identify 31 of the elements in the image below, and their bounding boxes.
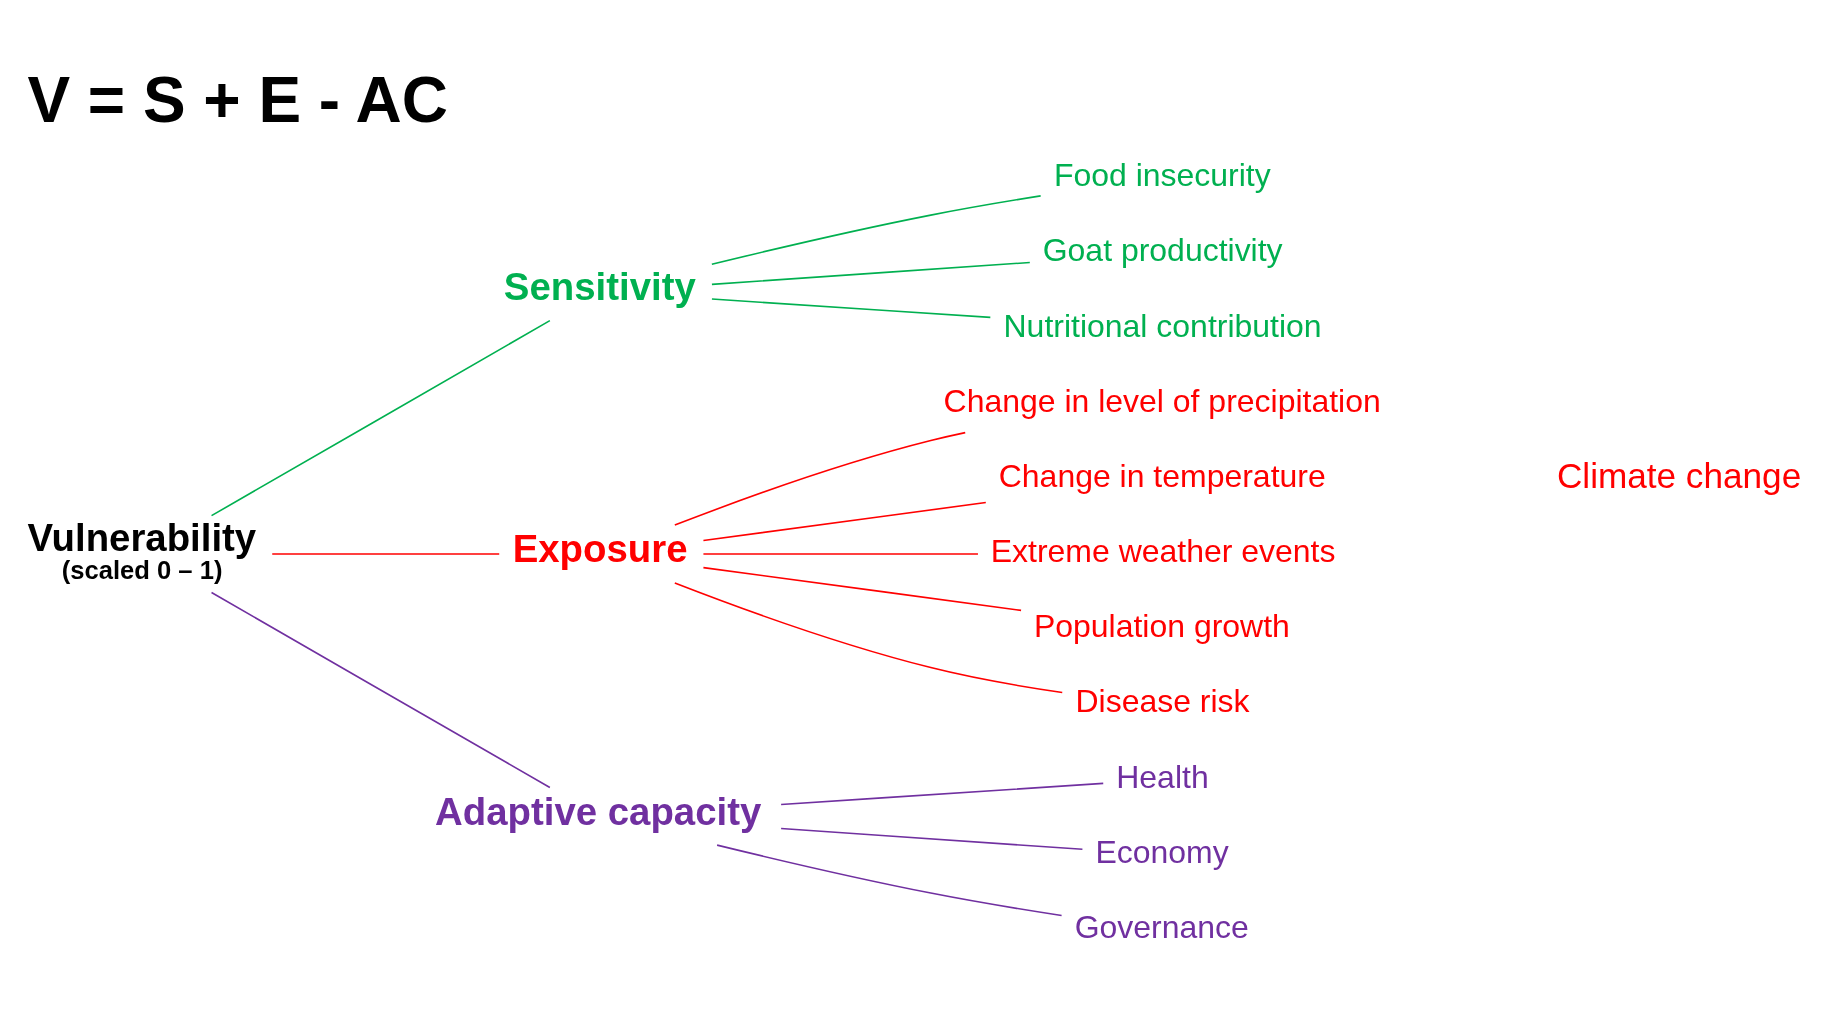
connector xyxy=(780,827,1084,851)
connector xyxy=(702,553,979,555)
node-text: Food insecurity xyxy=(1053,157,1271,194)
label: Climate change xyxy=(1556,455,1802,495)
node-text: Change in temperature xyxy=(998,457,1326,494)
connector xyxy=(702,501,987,542)
node-text: Economy xyxy=(1095,833,1229,870)
connector xyxy=(780,782,1105,806)
connector xyxy=(271,553,501,555)
node-text: Disease risk xyxy=(1075,683,1250,720)
node-text: Extreme weather events xyxy=(990,533,1336,570)
node-text: Governance xyxy=(1074,908,1249,945)
node-text: Sensitivity xyxy=(503,265,696,309)
diagram-title: V = S + E - AC xyxy=(27,64,448,137)
node-text: Goat productivity xyxy=(1042,232,1283,269)
node-text: Adaptive capacity xyxy=(435,789,762,833)
node-text: Population growth xyxy=(1033,608,1290,645)
node-text: Nutritional contribution xyxy=(1003,307,1322,344)
connector xyxy=(716,844,1063,917)
node-text: Health xyxy=(1116,758,1209,795)
connector xyxy=(674,431,967,526)
connector xyxy=(702,566,1022,612)
connector xyxy=(210,591,551,789)
connector xyxy=(711,298,992,319)
connector xyxy=(711,195,1042,266)
node-text: Exposure xyxy=(512,527,688,571)
connector xyxy=(210,319,551,517)
connector xyxy=(711,261,1031,286)
node-text: Change in level of precipitation xyxy=(943,382,1381,419)
connector xyxy=(674,582,1064,694)
node-text: Vulnerability (scaled 0 – 1) xyxy=(27,516,257,585)
